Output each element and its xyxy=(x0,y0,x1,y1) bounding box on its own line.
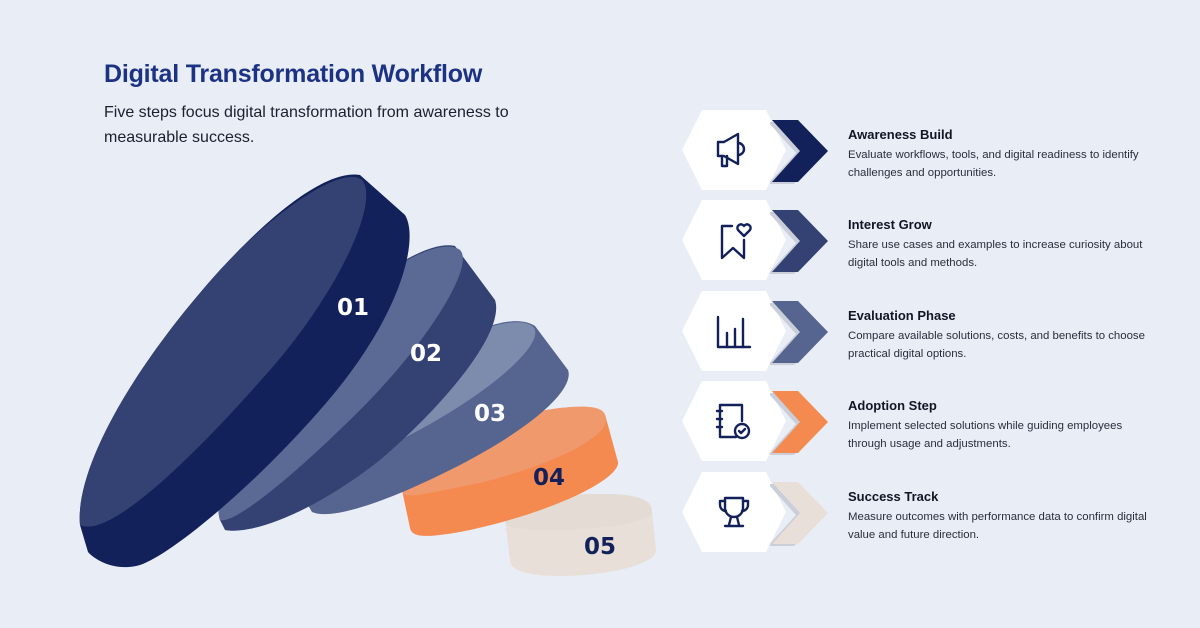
trophy-icon xyxy=(718,496,750,528)
hexagon-badge xyxy=(682,110,786,190)
disc-stack-illustration xyxy=(79,174,656,576)
chevron-arrow-icon xyxy=(770,210,828,274)
chevron-arrow-icon xyxy=(770,120,828,184)
megaphone-icon xyxy=(716,132,746,168)
bar-chart-icon xyxy=(716,315,752,349)
step-title: Evaluation Phase xyxy=(848,308,956,323)
step-interest-grow: Interest Grow Share use cases and exampl… xyxy=(682,200,1182,282)
hexagon-badge xyxy=(682,381,786,461)
disc-label-04: 04 xyxy=(533,465,566,491)
disc-label-05: 05 xyxy=(584,534,617,560)
notebook-check-icon xyxy=(715,403,751,440)
hexagon-badge xyxy=(682,200,786,280)
step-evaluation-phase: Evaluation Phase Compare available solut… xyxy=(682,291,1182,373)
step-title: Success Track xyxy=(848,489,939,504)
disc-label-02: 02 xyxy=(410,341,443,367)
step-adoption-step: Adoption Step Implement selected solutio… xyxy=(682,381,1182,463)
page-title: Digital Transformation Workflow xyxy=(104,60,483,88)
step-awareness-build: Awareness Build Evaluate workflows, tool… xyxy=(682,110,1182,192)
step-description: Evaluate workflows, tools, and digital r… xyxy=(848,149,1139,179)
step-description: Compare available solutions, costs, and … xyxy=(848,330,1145,360)
chevron-arrow-icon xyxy=(770,391,828,455)
step-title: Adoption Step xyxy=(848,398,937,413)
step-title: Interest Grow xyxy=(848,217,932,232)
step-description: Implement selected solutions while guidi… xyxy=(848,420,1123,450)
disc-01 xyxy=(79,174,410,568)
disc-label-03: 03 xyxy=(474,401,507,427)
bookmark-heart-icon xyxy=(720,223,752,260)
step-description: Measure outcomes with performance data t… xyxy=(848,511,1147,541)
hexagon-badge xyxy=(682,472,786,552)
step-title: Awareness Build xyxy=(848,127,953,142)
chevron-arrow-icon xyxy=(770,301,828,365)
step-description: Share use cases and examples to increase… xyxy=(848,239,1143,269)
chevron-arrow-icon xyxy=(770,482,828,546)
step-success-track: Success Track Measure outcomes with perf… xyxy=(682,472,1182,554)
page-subtitle: Five steps focus digital transformation … xyxy=(104,104,509,146)
disc-label-01: 01 xyxy=(337,295,370,321)
